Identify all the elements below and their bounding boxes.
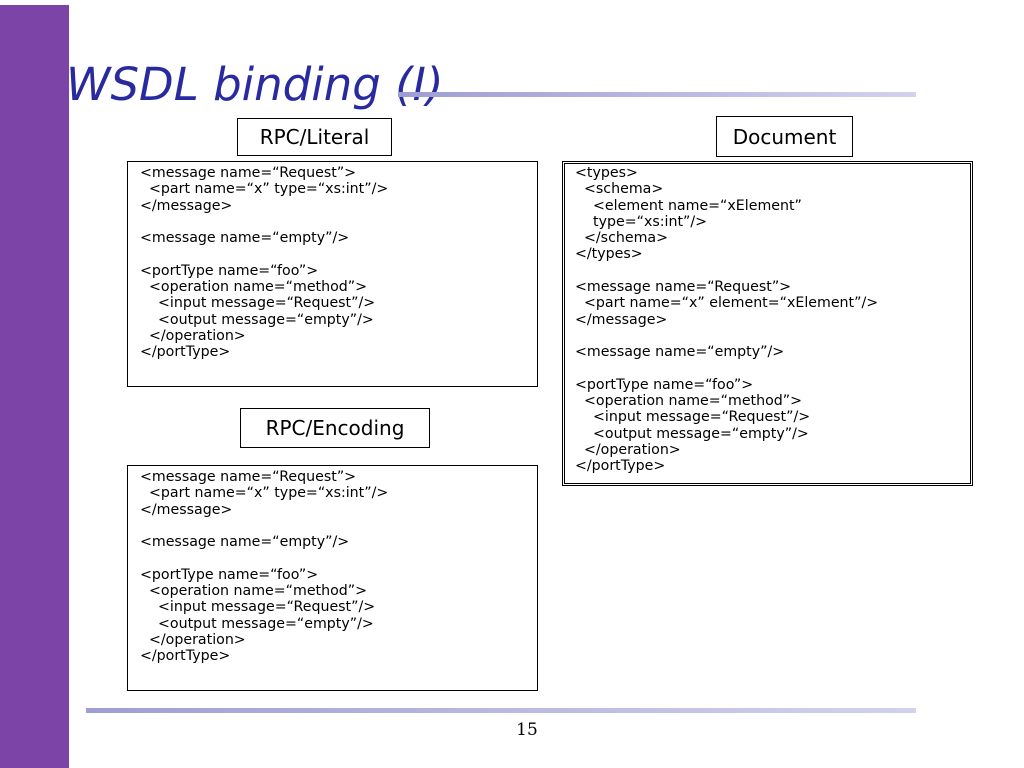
code-line <box>575 328 970 344</box>
code-line: </schema> <box>575 230 669 247</box>
code-line: <operation name=“method”> <box>140 583 368 600</box>
code-line: </types> <box>575 246 643 263</box>
title-underline-rule <box>398 92 916 97</box>
code-line: </message> <box>140 501 233 518</box>
code-line <box>140 214 537 230</box>
code-line: <operation name=“method”> <box>140 279 368 296</box>
page-number: 15 <box>516 720 538 740</box>
code-line: <output message=“empty”/> <box>140 311 374 328</box>
code-line: </operation> <box>575 442 681 459</box>
code-line: </portType> <box>140 648 231 665</box>
rpc-encoding-label: RPC/Encoding <box>240 408 430 448</box>
code-line: </operation> <box>140 631 246 648</box>
code-line: <input message=“Request”/> <box>140 295 376 312</box>
code-line: <portType name=“foo”> <box>140 566 319 583</box>
code-line: <output message=“empty”/> <box>575 425 809 442</box>
code-line: <message name=“empty”/> <box>140 534 350 551</box>
code-line: <input message=“Request”/> <box>575 409 811 426</box>
code-line: <portType name=“foo”> <box>140 262 319 279</box>
code-line: <portType name=“foo”> <box>575 376 754 393</box>
code-line <box>140 518 537 534</box>
code-line: <input message=“Request”/> <box>140 599 376 616</box>
code-line: <element name=“xElement” <box>575 197 802 214</box>
code-line <box>140 550 537 566</box>
code-line: </message> <box>140 197 233 214</box>
code-line: <types> <box>575 165 638 181</box>
code-line: </portType> <box>140 344 231 361</box>
code-line: <message name=“Request”> <box>575 279 792 296</box>
code-line <box>575 361 970 377</box>
code-line: </message> <box>575 311 668 328</box>
code-line: </portType> <box>575 458 666 475</box>
code-line: <output message=“empty”/> <box>140 615 374 632</box>
code-line: <part name=“x” element=“xElement”/> <box>575 295 879 312</box>
code-line <box>575 263 970 279</box>
sidebar-accent-bar <box>0 5 69 768</box>
code-line: </operation> <box>140 327 246 344</box>
slide-title: WSDL binding (I) <box>66 58 444 111</box>
code-line: <schema> <box>575 181 664 198</box>
rpc-encoding-code-box: <message name=“Request”> <part name=“x” … <box>127 465 538 691</box>
code-line: <message name=“Request”> <box>140 469 357 485</box>
code-line: <message name=“empty”/> <box>140 230 350 247</box>
code-line: type=“xs:int”/> <box>575 213 708 230</box>
rpc-literal-code-box: <message name=“Request”> <part name=“x” … <box>127 161 538 387</box>
code-line <box>140 246 537 262</box>
code-line: <part name=“x” type=“xs:int”/> <box>140 181 389 198</box>
code-line: <message name=“empty”/> <box>575 344 785 361</box>
footer-rule <box>86 708 916 713</box>
code-line: <operation name=“method”> <box>575 393 803 410</box>
document-label: Document <box>716 116 853 157</box>
document-code-box: <types> <schema> <element name=“xElement… <box>562 161 973 486</box>
code-line: <message name=“Request”> <box>140 165 357 181</box>
code-line: <part name=“x” type=“xs:int”/> <box>140 485 389 502</box>
rpc-literal-label: RPC/Literal <box>237 118 392 156</box>
